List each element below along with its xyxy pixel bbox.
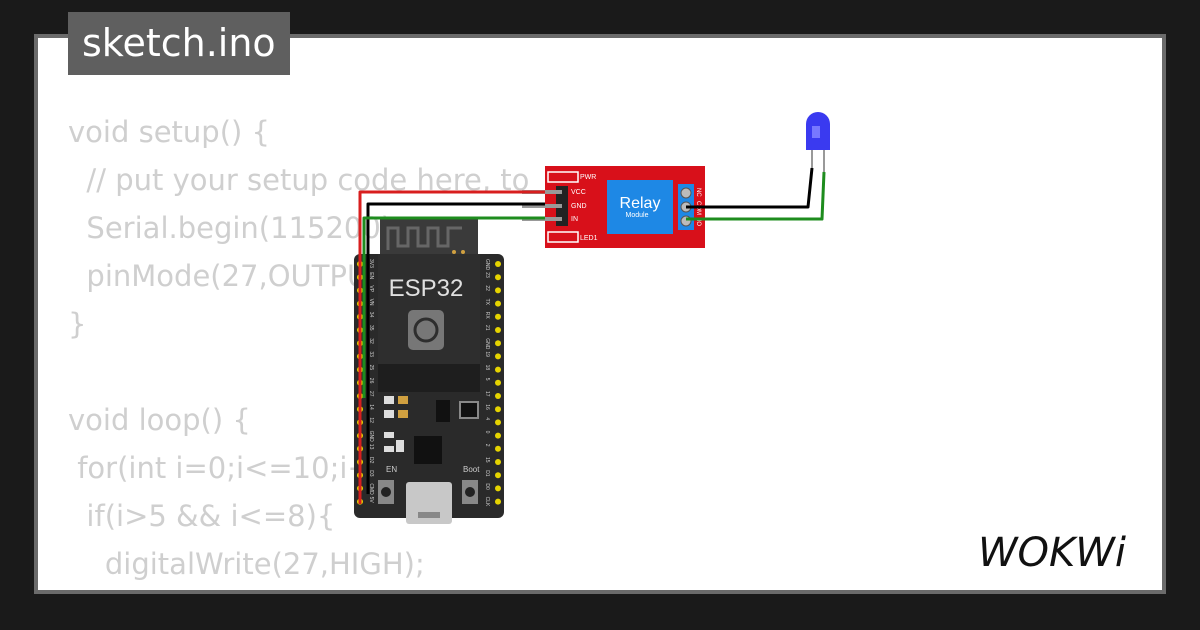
esp32-pin-label: GND	[368, 431, 374, 443]
code-line[interactable]: digitalWrite(27,HIGH);	[68, 547, 425, 581]
relay-led-label: LED1	[580, 235, 598, 242]
esp32-pin[interactable]	[495, 472, 501, 479]
esp32-pin-label: 13	[368, 444, 374, 450]
code-line[interactable]: void loop() {	[68, 403, 251, 437]
esp32-pin-label: 3V3	[368, 259, 374, 268]
esp32-pin[interactable]	[495, 287, 501, 294]
esp32-pin[interactable]	[495, 313, 501, 320]
esp32-board[interactable]: ESP32 3V3ENVPVN343532332526271412GND13D2…	[354, 218, 504, 524]
esp32-pin[interactable]	[495, 327, 501, 333]
esp32-pin-label: CMD	[368, 483, 374, 495]
wires	[358, 167, 826, 504]
esp32-pin-label: 15	[484, 457, 490, 463]
esp32-pin[interactable]	[495, 300, 501, 307]
wokwi-logo-text: WOKWi	[978, 530, 1126, 574]
wire-gnd-relay	[366, 202, 545, 494]
esp32-pin[interactable]	[495, 432, 501, 439]
esp32-pin-label: VP	[368, 285, 374, 292]
esp32-pin-label: D1	[484, 470, 490, 477]
esp32-pin[interactable]	[495, 498, 501, 505]
esp32-pin[interactable]	[495, 459, 501, 465]
esp32-pin-label: 4	[484, 417, 490, 420]
esp32-pin-label: EN	[368, 272, 374, 279]
relay-module[interactable]: PWR LED1 VCC GND IN Relay Module NC COM …	[522, 166, 705, 248]
espressif-logo	[408, 310, 444, 350]
wokwi-logo: WOKWi	[978, 530, 1126, 574]
relay-terminal-nc: NC	[695, 188, 701, 197]
antenna-trace	[386, 226, 462, 250]
esp32-pin-label: CLK	[484, 497, 490, 507]
esp32-pin-label: 32	[368, 338, 374, 344]
code-line[interactable]: Serial.begin(115200);	[68, 211, 402, 245]
esp32-pin[interactable]	[495, 379, 501, 386]
esp32-pin-label: 22	[484, 285, 490, 291]
relay-terminal-no: NO	[695, 217, 701, 226]
esp32-pin-label: 27	[368, 391, 374, 397]
relay-box	[607, 180, 673, 234]
esp32-pin-label: D2	[368, 457, 374, 464]
relay-title: Relay	[620, 195, 661, 212]
relay-subtitle: Module	[626, 212, 649, 219]
esp32-pin[interactable]	[495, 485, 501, 492]
esp32-pin-label: 34	[368, 312, 374, 318]
code-line[interactable]: pinMode(27,OUTPUT);	[68, 259, 408, 293]
esp32-pin-label: GND	[484, 259, 490, 271]
boot-button-label: Boot	[463, 465, 480, 474]
esp32-pin-label: RX	[484, 312, 490, 320]
esp32-pin[interactable]	[495, 419, 501, 426]
esp32-pin-label: 35	[368, 325, 374, 331]
esp32-pin-label: D0	[484, 483, 490, 490]
esp32-pin-label: 0	[484, 431, 490, 434]
code-line[interactable]: void setup() {	[68, 115, 270, 149]
esp32-pin-label: TX	[484, 299, 490, 306]
wire-led-anode	[686, 171, 826, 221]
esp32-pin-label: D3	[368, 470, 374, 477]
esp32-pin[interactable]	[495, 261, 501, 267]
wire-vcc	[358, 190, 545, 504]
esp32-pin-label: GND	[484, 338, 490, 350]
relay-pwr-label: PWR	[580, 174, 596, 181]
editor-card: void setup() { // put your setup code he…	[34, 34, 1166, 594]
esp32-pin-label: 26	[368, 378, 374, 384]
esp32-pin-label: 2	[484, 444, 490, 447]
esp32-pin-label: 16	[484, 404, 490, 410]
esp32-pin-label: 12	[368, 417, 374, 423]
relay-pin-vcc: VCC	[571, 189, 586, 196]
en-button-label: EN	[386, 465, 397, 474]
esp32-pin-label: 17	[484, 391, 490, 397]
usb-chip	[414, 436, 442, 464]
relay-pin-in: IN	[571, 216, 578, 223]
esp32-pin-label: 18	[484, 365, 490, 371]
file-tab[interactable]: sketch.ino	[68, 12, 290, 75]
esp32-pin[interactable]	[495, 274, 501, 281]
relay-pin-gnd: GND	[571, 203, 587, 210]
esp32-label: ESP32	[389, 275, 464, 302]
esp32-pin[interactable]	[495, 393, 501, 399]
esp32-pin-label: VN	[368, 299, 374, 306]
esp32-pin-label: 14	[368, 404, 374, 410]
esp32-pin-label: 5	[484, 378, 490, 381]
esp32-pin-label: 5V	[368, 497, 374, 504]
code-line[interactable]: if(i>5 && i<=8){	[68, 499, 336, 533]
esp32-pin[interactable]	[495, 406, 501, 413]
wire-signal-relay	[362, 216, 545, 398]
esp32-pin[interactable]	[495, 445, 501, 452]
esp32-pin[interactable]	[495, 353, 501, 360]
esp32-pin-label: 23	[484, 272, 490, 278]
wire-led-cathode	[686, 167, 814, 209]
esp32-pin-label: 21	[484, 325, 490, 331]
micro-usb-port[interactable]	[406, 482, 452, 524]
code-line[interactable]: }	[68, 307, 87, 341]
esp32-pin[interactable]	[495, 340, 501, 347]
esp32-pin-label: 33	[368, 351, 374, 357]
blue-led[interactable]	[806, 112, 830, 172]
esp32-pin[interactable]	[495, 366, 501, 373]
esp32-pin-label: 19	[484, 351, 490, 357]
esp32-pin-label: 25	[368, 365, 374, 371]
